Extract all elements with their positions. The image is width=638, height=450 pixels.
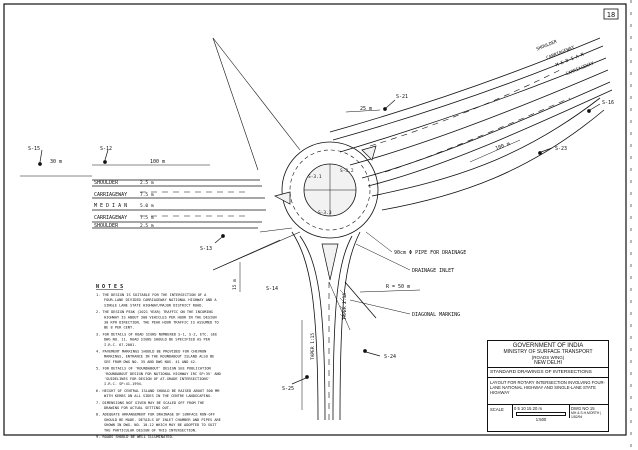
sign-s13: S-13 xyxy=(200,246,212,252)
bottom-approach-road xyxy=(291,231,377,421)
sign-s3-1: S-3.1 xyxy=(308,174,322,180)
notes-heading: N O T E S xyxy=(96,284,123,290)
diagonal-marking-hatch xyxy=(339,289,347,321)
drawing-border xyxy=(3,3,627,436)
splitter-islands xyxy=(274,145,377,281)
note-line: 3. FOR DETAILS OF ROAD SIGNS NUMBERED S-… xyxy=(96,332,217,336)
note-line: 30 KPH DIRECTION. THE PEAK HOUR TRAFFIC … xyxy=(104,321,219,325)
note-line: BE 8 PER CENT. xyxy=(104,326,134,330)
scale-label: SCALE xyxy=(488,405,513,418)
title-wing: (ROADS WING) xyxy=(531,355,565,360)
note-line: DRAWING FOR ACTUAL SETTING OUT. xyxy=(104,406,171,410)
note-line: 2. THE DESIGN PEAK (2021 YEAR) TRAFFIC O… xyxy=(96,310,213,314)
label-shoulder-top: SHOULDER xyxy=(94,180,119,186)
right-approach-road xyxy=(329,37,613,187)
dim-30m: 30 m xyxy=(50,159,62,165)
road-sign-markers xyxy=(38,99,601,385)
note-line: 1. THE DESIGN IS SUITABLE FOR THE INTERS… xyxy=(96,293,207,297)
sheet-number-box xyxy=(603,8,619,20)
dimension-lines xyxy=(20,109,521,410)
sign-s12: S-12 xyxy=(100,146,112,152)
dim-5-0: 5.0 m xyxy=(140,203,154,209)
sign-s3-3: S-3.3 xyxy=(318,210,332,216)
scale-ratio: 1:500 xyxy=(535,417,547,422)
dim-2-5-top: 2.5 m xyxy=(140,180,154,186)
note-line: SEE FROM DWG NO. 35 AND DWG NOS. 41 AND … xyxy=(104,360,197,364)
drain-pipe-label: 90cm Φ PIPE FOR DRAINAGE xyxy=(394,250,466,256)
dim-7-5-bottom: 7.5 m xyxy=(140,215,154,221)
dim-100m-left: 100 m xyxy=(150,159,165,165)
dwg-no: 15 xyxy=(589,406,595,411)
scale-bar xyxy=(516,412,566,416)
diagonal-marking-label: DIAGONAL MARKING xyxy=(412,312,460,318)
note-line: SHOWN IN DWG. NO. 10-12 WHICH MAY BE ADO… xyxy=(104,423,217,427)
dim-25m-top: 25 m xyxy=(360,106,372,112)
dim-7-5-top: 7.5 m xyxy=(140,192,154,198)
note-line: 4. PAVEMENT MARKINGS SHOULD BE PROVIDED … xyxy=(96,350,206,354)
note-line: SHOULD BE MADE. DETAILS OF INLET CHAMBER… xyxy=(104,418,221,422)
taper-right-label: TAPER 1:15 xyxy=(342,293,348,320)
right-lower-branch xyxy=(371,97,605,211)
note-line: SINGLE LANE STATE HIGHWAY/MAJOR DISTRICT… xyxy=(104,303,204,307)
note-line: WITH KERBS ON ALL SIDES IN THE CENTRE LA… xyxy=(104,394,212,398)
sign-s14: S-14 xyxy=(266,286,278,292)
upper-left-wedge xyxy=(212,37,301,271)
taper-left-label: TAPER 1:15 xyxy=(310,333,316,360)
note-line: FOUR-LANE DIVIDED CARRIAGEWAY NATIONAL H… xyxy=(104,298,217,302)
note-line: DWG NO. 11. ROAD SIGNS SHOULD BE SPECIFI… xyxy=(104,338,211,342)
dwg-no-label: DWG NO xyxy=(571,406,589,411)
title-description: LAYOUT FOR ROTARY INTERSECTION INVOLVING… xyxy=(488,378,608,405)
dwg-ref: MH & S.H.MORTH | 1/82/94 xyxy=(571,411,602,419)
left-approach-road xyxy=(92,179,266,229)
note-line: 5. FOR DETAILS OF 'ROUNDABOUT' DESIGN SE… xyxy=(96,367,211,371)
note-line: I.R.C. 67-2001. xyxy=(104,343,136,347)
sign-s25: S-25 xyxy=(282,386,294,392)
sign-s23: S-23 xyxy=(555,146,567,152)
radius-label: R = 50 m xyxy=(386,284,410,290)
title-series: STANDARD DRAWINGS OF INTERSECTIONS xyxy=(488,368,608,378)
drainage-inlet-label: DRAINAGE INLET xyxy=(412,268,454,274)
label-carriageway-bottom: CARRIAGEWAY xyxy=(94,215,127,221)
sign-s16: S-16 xyxy=(602,100,614,106)
note-line: 6. HEIGHT OF CENTRAL ISLAND SHOULD BE RA… xyxy=(96,389,220,393)
sign-s15: S-15 xyxy=(28,146,40,152)
label-carriageway-top: CARRIAGEWAY xyxy=(94,192,127,198)
label-shoulder-right: SHOULDER xyxy=(536,39,559,53)
leader-lines xyxy=(349,231,411,315)
note-line: 'GUIDELINES FOR DESIGN OF AT-GRADE INTER… xyxy=(104,377,210,381)
note-line: MARKINGS, ENTRANCE IN THE ROUNDABOUT ISL… xyxy=(104,355,214,359)
note-line: I.R.C. SP:41-1994. xyxy=(104,382,143,386)
note-line: THE PARTICULAR DESIGN OF THIS INTERSECTI… xyxy=(104,428,197,432)
sheet-number: 18 xyxy=(607,11,615,19)
dim-15m-left: 15 m xyxy=(232,279,238,290)
title-city: NEW DELHI xyxy=(488,360,608,368)
right-road-labels: SHOULDER CARRIAGEWAY M E D I A N CARRIAG… xyxy=(536,39,596,78)
roundabout xyxy=(281,141,379,239)
note-line: 8. ADEQUATE ARRANGEMENT FOR DRAINAGE OF … xyxy=(96,413,215,417)
note-line: 'ROUNDABOUT DESIGN FOR NATIONAL HIGHWAY … xyxy=(104,372,221,376)
dim-100m-right: 100 m xyxy=(495,141,511,152)
label-shoulder-bottom: SHOULDER xyxy=(94,223,119,229)
notes-list: 1. THE DESIGN IS SUITABLE FOR THE INTERS… xyxy=(96,293,221,439)
sign-s24: S-24 xyxy=(384,354,396,360)
title-block: GOVERNMENT OF INDIA MINISTRY OF SURFACE … xyxy=(487,340,609,432)
label-median: M E D I A N xyxy=(94,203,127,209)
note-line: 9. ROADS SHOULD BE WELL ILLUMINATED. xyxy=(96,435,174,439)
sign-s21: S-21 xyxy=(396,94,408,100)
dim-2-5-bottom: 2.5 m xyxy=(140,223,154,229)
title-gov: GOVERNMENT OF INDIA xyxy=(512,343,584,349)
note-line: 7. DIMENSIONS NOT GIVEN MAY BE SCALED OF… xyxy=(96,401,204,405)
sign-s3-2: S-3.2 xyxy=(340,168,354,174)
title-ministry: MINISTRY OF SURFACE TRANSPORT xyxy=(503,349,593,355)
scale-ticks: 0 5 10 15 20 m xyxy=(514,406,542,411)
note-line: HIGHWAY IS ABOUT 300 VEHICLES PER HOUR I… xyxy=(104,315,217,319)
